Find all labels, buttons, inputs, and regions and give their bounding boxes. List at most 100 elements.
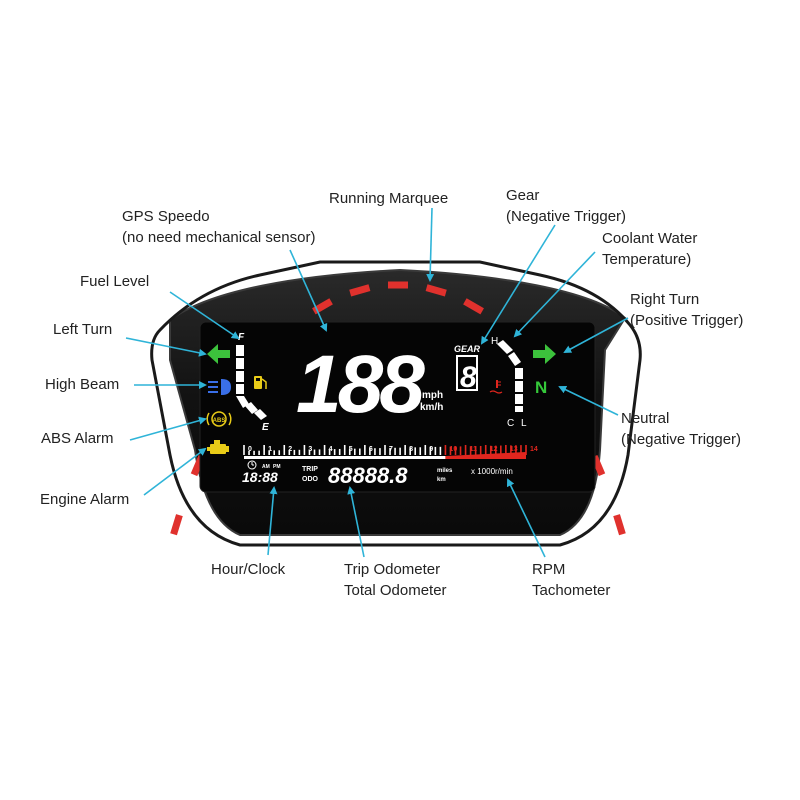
speed-unit-mph: mph bbox=[422, 390, 443, 401]
odometer-readout: 88888.8 bbox=[328, 463, 408, 488]
arrow-rpm bbox=[506, 478, 546, 558]
coolant-thermometer-icon bbox=[489, 380, 503, 394]
rpm-tick-label: 0 bbox=[248, 446, 252, 453]
fuel-full-label: F bbox=[238, 332, 245, 343]
callout-abs-alarm: ABS Alarm bbox=[41, 430, 114, 447]
rpm-tick bbox=[394, 447, 396, 455]
rpm-tick bbox=[464, 445, 467, 455]
rpm-tick-label: 11 bbox=[470, 446, 478, 453]
rpm-tick-label: 8 bbox=[409, 446, 413, 453]
rpm-tick bbox=[409, 447, 411, 455]
rpm-tick bbox=[474, 446, 477, 455]
rpm-tick bbox=[489, 445, 492, 455]
callout-running-marquee: Running Marquee bbox=[329, 190, 449, 207]
arrow-left-turn bbox=[125, 337, 207, 357]
arrow-odometer bbox=[347, 486, 365, 558]
high-beam-icon bbox=[208, 378, 232, 396]
rpm-tick bbox=[303, 445, 306, 455]
rpm-tick bbox=[283, 445, 286, 455]
rpm-tick bbox=[298, 449, 301, 455]
gear-frame bbox=[456, 355, 478, 391]
rpm-tick bbox=[429, 447, 432, 455]
rpm-tick bbox=[449, 446, 452, 455]
rpm-tick-label: 12 bbox=[490, 446, 498, 453]
dashboard-bezel-outer bbox=[150, 260, 642, 547]
rpm-tick bbox=[389, 447, 391, 455]
rpm-tick bbox=[318, 449, 321, 455]
right-turn-arrow-icon bbox=[533, 344, 556, 364]
engine-alarm-icon bbox=[207, 440, 229, 454]
rpm-tick bbox=[293, 449, 296, 455]
rpm-tick bbox=[333, 449, 336, 455]
rpm-tick bbox=[469, 446, 472, 455]
rpm-tick bbox=[424, 445, 427, 455]
rpm-tick-label: 3 bbox=[308, 446, 312, 453]
arrow-running-marquee bbox=[426, 207, 435, 282]
rpm-tick bbox=[419, 447, 422, 455]
rpm-tick bbox=[243, 445, 245, 455]
arrow-abs-alarm bbox=[129, 416, 207, 441]
marquee-dash bbox=[463, 298, 484, 315]
temp-low-label: L bbox=[521, 418, 527, 429]
rpm-tick bbox=[364, 445, 366, 455]
rpm-tick bbox=[459, 446, 462, 455]
gear-label: GEAR bbox=[454, 344, 481, 354]
clock-am-label: AM bbox=[262, 464, 270, 470]
temp-hot-label: H bbox=[491, 336, 498, 347]
rpm-tick bbox=[248, 450, 250, 455]
rpm-baseline bbox=[244, 456, 446, 459]
marquee-dash bbox=[425, 284, 447, 297]
rpm-tick bbox=[323, 445, 326, 455]
callout-left-turn: Left Turn bbox=[53, 321, 113, 338]
arrow-neutral bbox=[558, 386, 619, 416]
rpm-tick-label: 5 bbox=[349, 446, 353, 453]
rpm-tick-label: 7 bbox=[389, 446, 393, 453]
callout-right-turn: Right Turn (Positive Trigger) bbox=[630, 291, 744, 329]
rpm-tick bbox=[520, 445, 522, 455]
rpm-tick bbox=[484, 445, 487, 455]
arrow-coolant bbox=[513, 251, 596, 338]
callout-engine-alarm: Engine Alarm bbox=[40, 491, 130, 508]
rpm-tick bbox=[525, 445, 527, 455]
clock-pm-label: PM bbox=[273, 464, 281, 470]
rpm-tick-label: 4 bbox=[329, 446, 333, 453]
arrow-gear bbox=[480, 224, 556, 345]
rpm-tick-label: 6 bbox=[369, 446, 373, 453]
rpm-tick bbox=[439, 446, 442, 455]
left-turn-arrow-icon bbox=[207, 344, 230, 364]
fuel-empty-label: E bbox=[262, 422, 269, 433]
rpm-tick bbox=[253, 450, 255, 455]
rpm-tick bbox=[369, 448, 371, 455]
callout-high-beam: High Beam bbox=[45, 376, 120, 393]
rpm-tick bbox=[414, 447, 417, 455]
rpm-tick bbox=[313, 449, 316, 455]
clock-readout: 18:88 bbox=[242, 469, 278, 485]
arrow-hour-clock bbox=[267, 486, 278, 556]
rpm-tick-label: 1 bbox=[268, 446, 272, 453]
rpm-tick bbox=[343, 445, 346, 455]
rpm-tick bbox=[404, 445, 406, 455]
callout-fuel-level: Fuel Level bbox=[80, 273, 150, 290]
rpm-tick bbox=[434, 446, 437, 455]
rpm-tick bbox=[338, 448, 341, 455]
distance-unit-miles: miles bbox=[437, 468, 453, 474]
rpm-tick bbox=[263, 445, 265, 455]
speed-unit-kmh: km/h bbox=[420, 402, 443, 413]
rpm-tick-label: 14 bbox=[530, 446, 538, 453]
abs-alarm-icon: ABS bbox=[206, 411, 232, 427]
distance-unit-km: km bbox=[437, 477, 446, 483]
rpm-tick bbox=[500, 445, 502, 455]
marquee-dash bbox=[349, 284, 371, 297]
rpm-tick bbox=[454, 446, 457, 455]
rpm-tick bbox=[278, 450, 281, 455]
speed-readout: 188 bbox=[296, 339, 425, 430]
clock-icon bbox=[247, 460, 257, 470]
callout-odometer: Trip Odometer Total Odometer bbox=[344, 561, 447, 599]
marquee-dash bbox=[170, 514, 183, 536]
arrow-engine-alarm bbox=[143, 447, 207, 496]
marquee-dash bbox=[613, 514, 626, 536]
rpm-tick bbox=[505, 445, 507, 455]
rpm-tick-label: 10 bbox=[449, 446, 457, 453]
